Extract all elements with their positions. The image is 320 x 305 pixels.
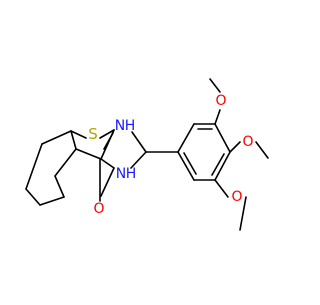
molecule-drawing: S N H N H O O O O — [25, 78, 269, 231]
bond-19 — [214, 123, 231, 153]
bond-1 — [70, 130, 77, 150]
atom-n3: N — [116, 166, 126, 182]
bond-17 — [177, 123, 195, 153]
bond-12 — [130, 151, 147, 169]
bond-4 — [39, 196, 65, 206]
atom-label-layer: S N H N H O O O O — [88, 93, 253, 217]
atom-n1: N — [115, 118, 125, 134]
bond-layer — [25, 78, 269, 231]
bond-6 — [25, 143, 43, 190]
structure-canvas: S N H N H O O O O — [25, 78, 269, 231]
bond-10 — [75, 148, 102, 160]
bond-7 — [70, 130, 87, 139]
double-bond-0 — [103, 132, 114, 150]
bond-5 — [25, 188, 41, 206]
atom-n1-h: H — [125, 118, 136, 134]
double-bond-3 — [183, 152, 197, 175]
atom-carbonyl-oxygen: O — [93, 201, 104, 217]
bond-24 — [209, 78, 221, 93]
bond-27 — [214, 179, 229, 198]
double-bond-2 — [211, 153, 225, 176]
atom-sulfur: S — [88, 125, 98, 143]
bond-14 — [100, 167, 115, 197]
bond-25 — [229, 141, 241, 153]
bond-28 — [239, 196, 247, 231]
atom-methoxy-oxygen-bottom: O — [231, 189, 242, 205]
bond-13 — [100, 158, 115, 169]
bond-20 — [214, 151, 231, 181]
bond-0 — [41, 130, 72, 145]
bond-3 — [54, 175, 65, 198]
atom-methoxy-oxygen-middle: O — [242, 134, 253, 150]
bond-11 — [131, 131, 147, 153]
bond-22 — [177, 151, 195, 181]
bond-2 — [54, 148, 77, 177]
atom-methoxy-oxygen-top: O — [215, 93, 226, 109]
bond-26 — [255, 141, 269, 159]
atom-n3-h: H — [126, 166, 137, 182]
bond-23 — [214, 109, 221, 125]
bond-8 — [99, 129, 115, 139]
